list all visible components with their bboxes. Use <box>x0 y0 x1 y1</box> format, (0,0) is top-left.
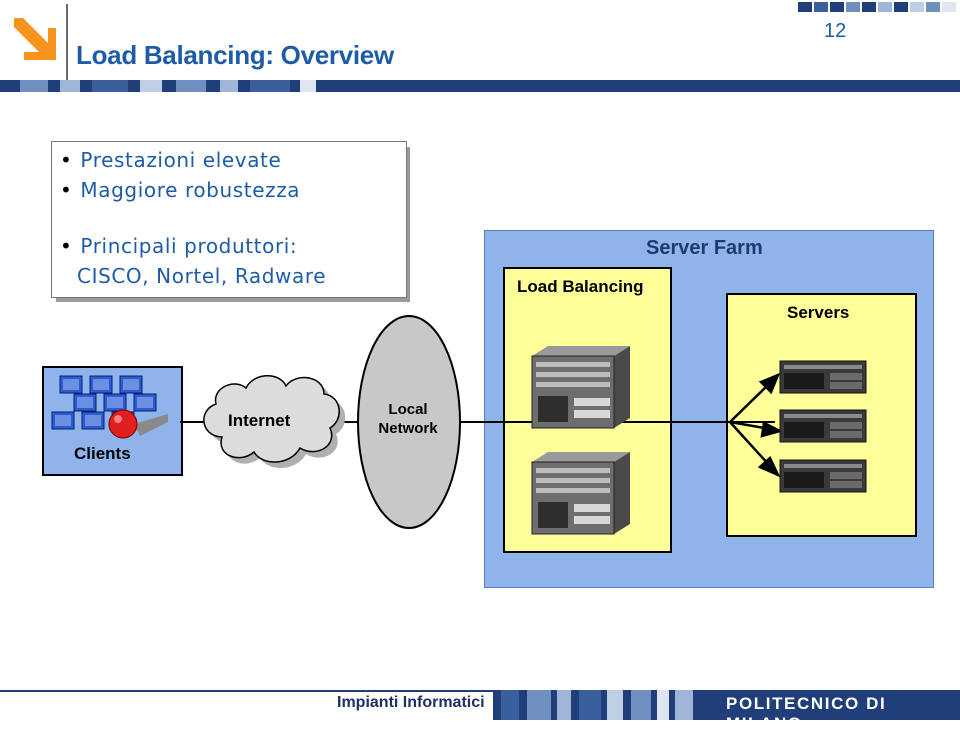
footer-line <box>0 690 960 692</box>
client-computers-icon <box>51 375 168 439</box>
university-logo-text: POLITECNICO DI MILANO <box>726 694 887 733</box>
page-title: Load Balancing: Overview <box>76 40 394 70</box>
internet-label: Internet <box>228 411 291 430</box>
bullet-box: •Prestazioni elevate •Maggiore robustezz… <box>51 141 407 298</box>
local-network-ellipse <box>357 315 461 529</box>
internet-cloud-icon <box>203 375 346 469</box>
server-rack-icon <box>779 409 867 443</box>
load-balancing-label: Load Balancing <box>517 277 644 296</box>
server-rack-icon <box>779 360 867 394</box>
bullet-item: •Prestazioni elevate <box>60 148 282 172</box>
footer-course-name: Impianti Informatici <box>337 694 485 711</box>
distribution-arrows <box>729 372 784 478</box>
bullet-item-continuation: CISCO, Nortel, Radware <box>77 264 327 288</box>
local-network-label-line2: Network <box>378 420 438 437</box>
load-balancer-device-icon <box>531 346 630 429</box>
load-balancer-device-icon <box>531 452 630 535</box>
clients-label: Clients <box>74 444 131 463</box>
bullet-item: •Maggiore robustezza <box>60 178 301 202</box>
local-network-label-line1: Local <box>388 401 428 418</box>
server-farm-label: Server Farm <box>646 237 763 259</box>
servers-label: Servers <box>787 303 850 322</box>
bullet-item: •Principali produttori: <box>60 234 298 258</box>
slide-number: 12 <box>824 20 847 42</box>
server-rack-icon <box>779 459 867 493</box>
arrow-down-right-icon <box>14 18 56 60</box>
decorative-squares <box>798 2 956 12</box>
footer-band <box>493 690 960 720</box>
title-divider <box>66 4 68 82</box>
local-network-label: Local Network <box>368 400 448 438</box>
header-band <box>0 80 960 92</box>
